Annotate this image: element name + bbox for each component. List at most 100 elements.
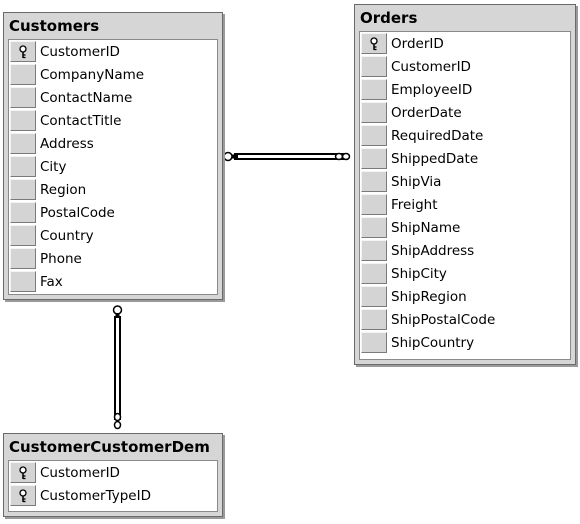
- primary-key-icon: [18, 465, 28, 480]
- column-name: Fax: [40, 273, 63, 290]
- relationship-customers-customerdemo[interactable]: [112, 305, 123, 430]
- table-title: Orders: [360, 9, 418, 27]
- column-row[interactable]: CustomerID: [9, 461, 217, 484]
- column-name: OrderDate: [391, 104, 462, 121]
- row-selector[interactable]: [361, 33, 387, 54]
- column-name: CustomerTypeID: [40, 487, 151, 504]
- column-row[interactable]: ShipCountry: [360, 331, 570, 354]
- column-name: Address: [40, 135, 94, 152]
- primary-key-icon: [18, 44, 28, 59]
- key-icon: [112, 305, 123, 318]
- row-selector[interactable]: [10, 179, 36, 200]
- column-name: ShipAddress: [391, 242, 475, 259]
- column-name: ShipCountry: [391, 334, 475, 351]
- row-selector[interactable]: [361, 309, 387, 330]
- column-row[interactable]: PostalCode: [9, 201, 217, 224]
- column-row[interactable]: OrderID: [360, 32, 570, 55]
- relationship-customers-orders[interactable]: [223, 151, 351, 162]
- column-row[interactable]: City: [9, 155, 217, 178]
- row-selector[interactable]: [361, 263, 387, 284]
- table-title: CustomerCustomerDem: [9, 438, 210, 456]
- column-row[interactable]: ShipPostalCode: [360, 308, 570, 331]
- column-name: PostalCode: [40, 204, 115, 221]
- row-selector[interactable]: [10, 248, 36, 269]
- column-row[interactable]: ShippedDate: [360, 147, 570, 170]
- column-name: ShipRegion: [391, 288, 467, 305]
- column-row[interactable]: Fax: [9, 270, 217, 293]
- column-name: Freight: [391, 196, 438, 213]
- column-name: Phone: [40, 250, 82, 267]
- column-name: RequiredDate: [391, 127, 484, 144]
- column-name: Region: [40, 181, 87, 198]
- row-selector[interactable]: [10, 41, 36, 62]
- column-name: CustomerID: [40, 43, 120, 60]
- column-row[interactable]: CustomerID: [360, 55, 570, 78]
- column-list: CustomerID CustomerTypeID: [8, 460, 218, 512]
- column-row[interactable]: Freight: [360, 193, 570, 216]
- column-name: ShipPostalCode: [391, 311, 496, 328]
- column-row[interactable]: RequiredDate: [360, 124, 570, 147]
- row-selector[interactable]: [10, 87, 36, 108]
- infinity-icon: [334, 152, 351, 161]
- column-name: ShipName: [391, 219, 461, 236]
- row-selector[interactable]: [10, 485, 36, 506]
- column-row[interactable]: CustomerID: [9, 40, 217, 63]
- column-row[interactable]: Region: [9, 178, 217, 201]
- column-row[interactable]: CustomerTypeID: [9, 484, 217, 507]
- column-row[interactable]: ShipCity: [360, 262, 570, 285]
- row-selector[interactable]: [361, 217, 387, 238]
- column-name: City: [40, 158, 67, 175]
- column-row[interactable]: ShipAddress: [360, 239, 570, 262]
- column-row[interactable]: ShipName: [360, 216, 570, 239]
- column-row[interactable]: CompanyName: [9, 63, 217, 86]
- primary-key-icon: [18, 488, 28, 503]
- column-row[interactable]: Country: [9, 224, 217, 247]
- row-selector[interactable]: [361, 79, 387, 100]
- column-row[interactable]: ContactTitle: [9, 109, 217, 132]
- column-name: ContactTitle: [40, 112, 122, 129]
- row-selector[interactable]: [10, 462, 36, 483]
- table-title: Customers: [9, 17, 100, 35]
- column-name: CustomerID: [40, 464, 120, 481]
- primary-key-icon: [369, 36, 379, 51]
- column-row[interactable]: ContactName: [9, 86, 217, 109]
- row-selector[interactable]: [10, 271, 36, 292]
- column-row[interactable]: ShipRegion: [360, 285, 570, 308]
- table-orders[interactable]: Orders OrderID CustomerID EmployeeID OrderD…: [354, 4, 576, 365]
- key-icon: [223, 151, 238, 162]
- column-name: ShippedDate: [391, 150, 479, 167]
- infinity-icon: [113, 412, 122, 430]
- row-selector[interactable]: [10, 110, 36, 131]
- row-selector[interactable]: [10, 225, 36, 246]
- table-customercustomerdemo[interactable]: CustomerCustomerDem CustomerID CustomerTy…: [3, 433, 223, 517]
- row-selector[interactable]: [361, 332, 387, 353]
- row-selector[interactable]: [10, 64, 36, 85]
- row-selector[interactable]: [10, 156, 36, 177]
- column-row[interactable]: ShipVia: [360, 170, 570, 193]
- row-selector[interactable]: [361, 286, 387, 307]
- column-row[interactable]: OrderDate: [360, 101, 570, 124]
- column-name: OrderID: [391, 35, 444, 52]
- row-selector[interactable]: [361, 56, 387, 77]
- column-row[interactable]: Address: [9, 132, 217, 155]
- row-selector[interactable]: [361, 102, 387, 123]
- column-row[interactable]: EmployeeID: [360, 78, 570, 101]
- row-selector[interactable]: [361, 240, 387, 261]
- row-selector[interactable]: [361, 125, 387, 146]
- column-name: ContactName: [40, 89, 133, 106]
- column-name: ShipVia: [391, 173, 442, 190]
- column-name: CustomerID: [391, 58, 471, 75]
- column-name: ShipCity: [391, 265, 447, 282]
- row-selector[interactable]: [361, 171, 387, 192]
- row-selector[interactable]: [10, 202, 36, 223]
- row-selector[interactable]: [361, 148, 387, 169]
- column-row[interactable]: Phone: [9, 247, 217, 270]
- row-selector[interactable]: [361, 194, 387, 215]
- column-name: CompanyName: [40, 66, 145, 83]
- column-name: EmployeeID: [391, 81, 473, 98]
- row-selector[interactable]: [10, 133, 36, 154]
